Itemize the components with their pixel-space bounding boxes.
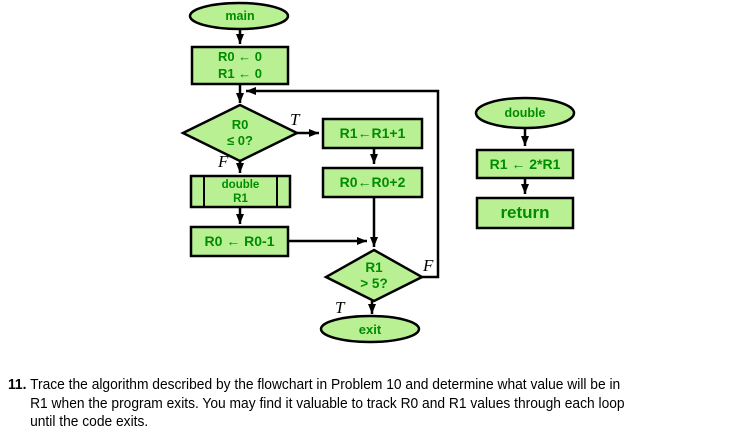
terminator-main bbox=[188, 1, 290, 31]
problem-text-line1: Trace the algorithm described by the flo… bbox=[30, 376, 621, 393]
process-double-r1 bbox=[475, 148, 575, 180]
exit-label: exit bbox=[358, 322, 382, 337]
dec-r0-text: R0 ← R0-1 bbox=[204, 233, 275, 249]
main-label: main bbox=[225, 9, 255, 23]
problem-statement: 11. Trace the algorithm described by the… bbox=[8, 376, 749, 432]
problem-text-line3: until the code exits. bbox=[30, 413, 149, 430]
cond1-true-label: T bbox=[290, 110, 300, 129]
call-double-line2: R1 bbox=[233, 193, 248, 205]
problem-text-line2: R1 when the program exits. You may find … bbox=[30, 394, 625, 412]
cond2-line2: > 5? bbox=[360, 276, 388, 291]
double-label: double bbox=[504, 106, 546, 120]
call-double-line1: double bbox=[221, 179, 260, 191]
process-init bbox=[190, 45, 290, 86]
cond1-text: R0 ≤ 0? bbox=[190, 117, 290, 148]
cond1-line2: ≤ 0? bbox=[227, 132, 253, 148]
process-inc-r0 bbox=[321, 166, 424, 199]
cond1-line1: R0 bbox=[231, 117, 249, 132]
terminator-return bbox=[475, 196, 575, 230]
cond1-false-label: F bbox=[218, 152, 229, 171]
call-double-text: double R1 bbox=[191, 178, 290, 206]
terminator-double bbox=[474, 96, 576, 130]
process-inc-r1 bbox=[321, 117, 424, 150]
inc-r0-text: R0←R0+2 bbox=[339, 174, 406, 190]
init-text: R0 ← 0 R1 ← 0 bbox=[192, 49, 288, 82]
terminator-exit bbox=[319, 314, 421, 344]
return-label: return bbox=[500, 203, 550, 222]
subroutine-call-double bbox=[189, 174, 292, 209]
cond2-false-label: F bbox=[423, 256, 434, 275]
cond2-text: R1 > 5? bbox=[324, 260, 424, 292]
inc-r1-text: R1←R1+1 bbox=[339, 125, 406, 141]
problem-text: Trace the algorithm described by the flo… bbox=[30, 376, 625, 432]
cond2-true-label: T bbox=[335, 298, 345, 317]
cond2-line1: R1 bbox=[365, 260, 383, 275]
double-body-text: R1 ← 2*R1 bbox=[489, 156, 561, 172]
process-dec-r0 bbox=[189, 225, 290, 258]
init-line1: R0 ← 0 bbox=[217, 49, 263, 64]
edge-cond2-false-loopback bbox=[246, 87, 440, 279]
decision-r0-le-0 bbox=[180, 103, 300, 163]
problem-number: 11. bbox=[8, 376, 27, 393]
init-line2: R1 ← 0 bbox=[217, 65, 263, 81]
decision-r1-gt-5 bbox=[323, 248, 425, 303]
